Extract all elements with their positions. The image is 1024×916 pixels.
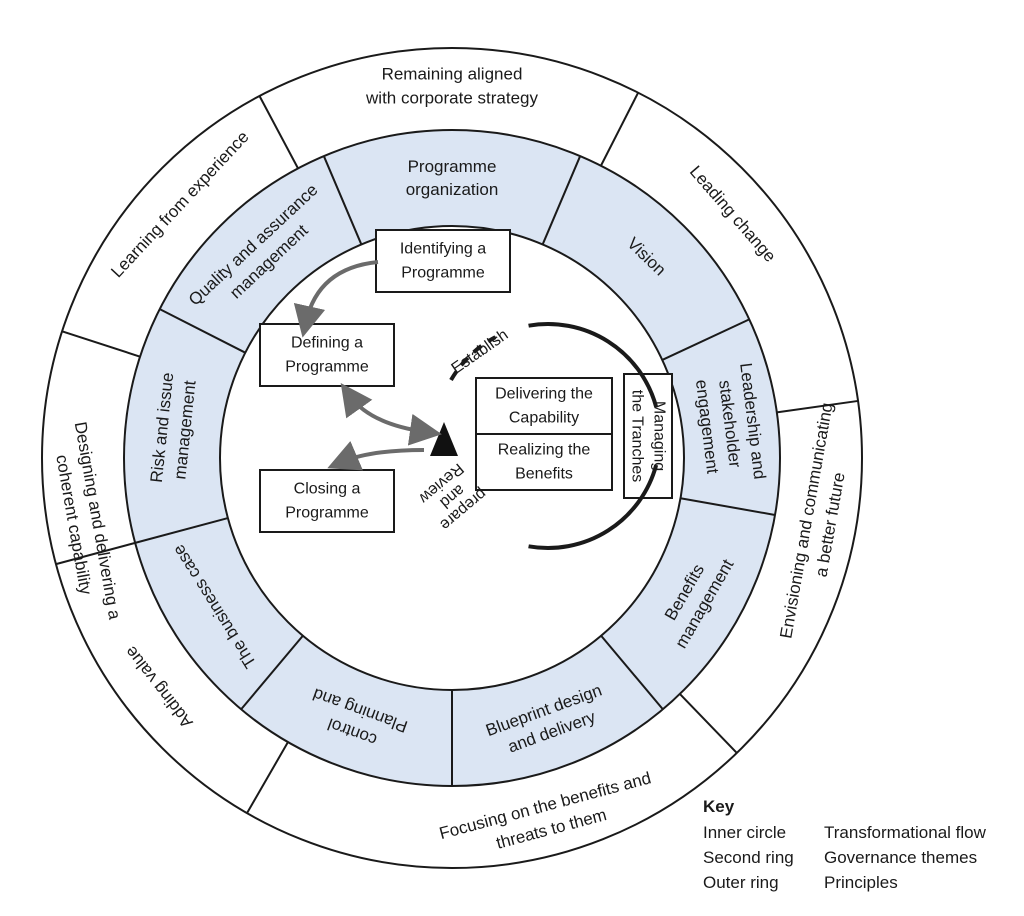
managing-tranches-label: Managing — [651, 401, 668, 471]
delivering-capability-box — [475, 377, 613, 435]
identifying-programme-label: Identifying a — [400, 241, 486, 258]
inner-circle-boundary — [219, 225, 685, 691]
closing-programme: Closing a Programme — [259, 469, 395, 533]
closing-programme-box — [259, 469, 395, 533]
governance-theme-label: Programme — [408, 157, 497, 176]
defining-programme-label: Programme — [285, 359, 369, 376]
managing-tranches: Managing the Tranches — [623, 373, 673, 499]
key-ring-name: Inner circle — [703, 823, 786, 842]
outer-ring-divider — [679, 693, 738, 754]
second-ring-divider — [134, 517, 229, 544]
governance-theme-label: organization — [406, 180, 499, 199]
tranche-loop-start — [449, 335, 497, 382]
second-ring-divider — [661, 318, 750, 361]
defining-programme-label: Defining a — [291, 335, 363, 352]
principle-label: Remaining aligned — [382, 65, 523, 84]
outer-ring-divider — [61, 330, 141, 358]
realizing-benefits-label: Realizing the — [498, 442, 591, 459]
outer-ring-divider — [258, 95, 299, 169]
outer-ring-divider — [55, 541, 136, 566]
identifying-programme-label: Programme — [401, 265, 485, 282]
arrow-tranche-to-close — [327, 440, 425, 471]
tranche-loop-top — [528, 322, 659, 408]
key-ring-meaning: Transformational flow — [824, 823, 987, 842]
key-ring-name: Second ring — [703, 848, 794, 867]
principle-label: with corporate strategy — [365, 89, 538, 108]
key-ring-name: Outer ring — [703, 873, 779, 892]
second-ring-divider — [159, 308, 246, 354]
key-ring-meaning: Principles — [824, 873, 898, 892]
key-title: Key — [703, 797, 735, 816]
second-ring-divider — [322, 155, 363, 245]
tranche-start-triangle — [430, 422, 458, 456]
outer-ring-divider — [600, 92, 640, 167]
managing-tranches-box — [623, 373, 673, 499]
second-ring-divider — [541, 155, 582, 245]
arrow-define-to-tranche — [340, 382, 442, 446]
second-ring-divider — [600, 635, 664, 710]
delivering-capability-label: Delivering the — [495, 386, 593, 403]
identifying-programme: Identifying a Programme — [375, 229, 511, 293]
second-ring-divider — [680, 497, 776, 516]
outer-ring-divider — [246, 741, 289, 814]
tranche-loop-bottom — [528, 464, 659, 550]
defining-programme: Defining a Programme — [259, 323, 395, 387]
second-ring-divider — [240, 635, 304, 710]
realizing-benefits-box — [475, 433, 613, 491]
outer-ring-divider — [776, 399, 859, 414]
closing-programme-label: Closing a — [294, 481, 361, 498]
realizing-benefits-label: Benefits — [515, 466, 573, 483]
closing-programme-label: Programme — [285, 505, 369, 522]
key-ring-meaning: Governance themes — [824, 848, 977, 867]
arrow-identify-to-define — [293, 260, 379, 338]
defining-programme-box — [259, 323, 395, 387]
managing-tranches-label: the Tranches — [629, 390, 646, 483]
delivering-capability-label: Capability — [509, 410, 579, 427]
identifying-programme-box — [375, 229, 511, 293]
